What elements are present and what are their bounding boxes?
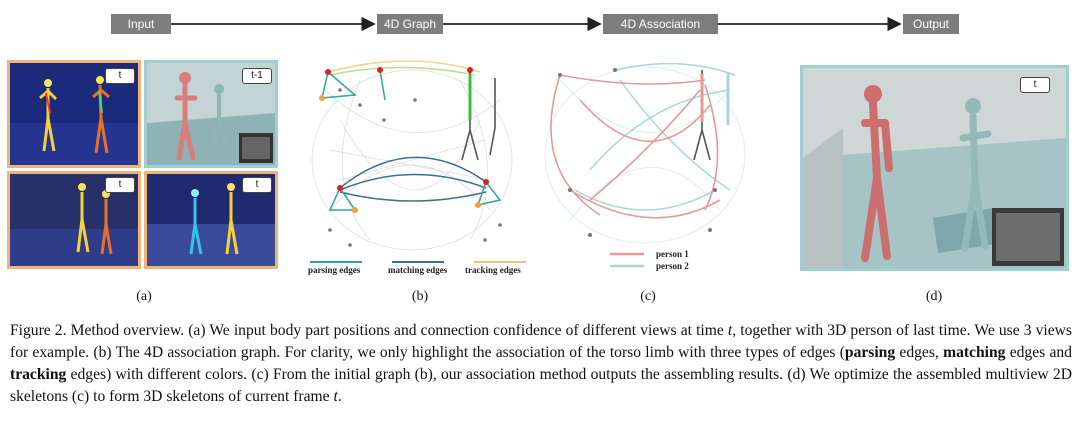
stage-4d-association: 4D Association	[603, 14, 718, 34]
legend-person-1: person 1	[656, 249, 689, 259]
last-frame-3d-render	[147, 63, 275, 165]
caption-bold-parsing: parsing	[844, 344, 896, 361]
caption-part-1: Figure 2. Method overview. (a) We input …	[10, 322, 728, 339]
panel-d-output: t	[800, 60, 1069, 275]
caption-time-var-2: t	[333, 388, 338, 405]
panel-a-input-views: t t-1	[7, 60, 279, 275]
stage-4d-graph: 4D Graph	[377, 14, 443, 34]
caption-part-6: .	[337, 388, 342, 405]
graph-drawing	[311, 60, 513, 251]
panel-b-4d-graph: parsing edges matching edges tracking ed…	[300, 60, 530, 275]
sublabel-b: (b)	[411, 289, 429, 304]
view-1-time-tag: t	[105, 68, 135, 84]
stage-input: Input	[111, 14, 171, 34]
caption-bold-tracking: tracking	[10, 366, 67, 383]
output-time-tag: t	[1020, 77, 1050, 93]
view-3: t	[144, 171, 278, 269]
view-1: t	[7, 60, 141, 168]
caption-bold-matching: matching	[943, 344, 1006, 361]
sublabel-c: (c)	[640, 289, 656, 304]
panel-c-4d-association: person 1 person 2	[530, 60, 760, 275]
sublabel-a: (a)	[136, 289, 152, 304]
legend-matching-edges: matching edges	[388, 265, 448, 275]
view-2-time-tag: t	[105, 177, 135, 193]
sublabel-d: (d)	[925, 289, 943, 304]
figure-caption: Figure 2. Method overview. (a) We input …	[10, 320, 1072, 408]
output-3d-render	[803, 68, 1066, 268]
view-last-time-tag: t-1	[242, 68, 272, 84]
association-drawing	[544, 62, 746, 244]
legend-tracking-edges: tracking edges	[465, 265, 521, 275]
view-last-3d: t-1	[144, 60, 278, 168]
caption-part-3: edges,	[895, 344, 944, 361]
pipeline-arrows	[171, 16, 902, 32]
legend-person-2: person 2	[656, 261, 689, 271]
association-legend-swatches	[610, 252, 644, 268]
legend-parsing-edges: parsing edges	[308, 265, 361, 275]
caption-part-2: , together with 3D person of last time. …	[10, 322, 1072, 361]
stage-output: Output	[903, 14, 959, 34]
output-3d-view: t	[800, 65, 1069, 271]
caption-part-4: edges and	[1005, 344, 1072, 361]
caption-time-var: t	[727, 322, 733, 339]
view-2: t	[7, 171, 141, 269]
caption-part-5: edges) with different colors. (c) From t…	[10, 366, 1072, 405]
view-3-time-tag: t	[242, 177, 272, 193]
graph-legend-swatches	[310, 261, 526, 263]
